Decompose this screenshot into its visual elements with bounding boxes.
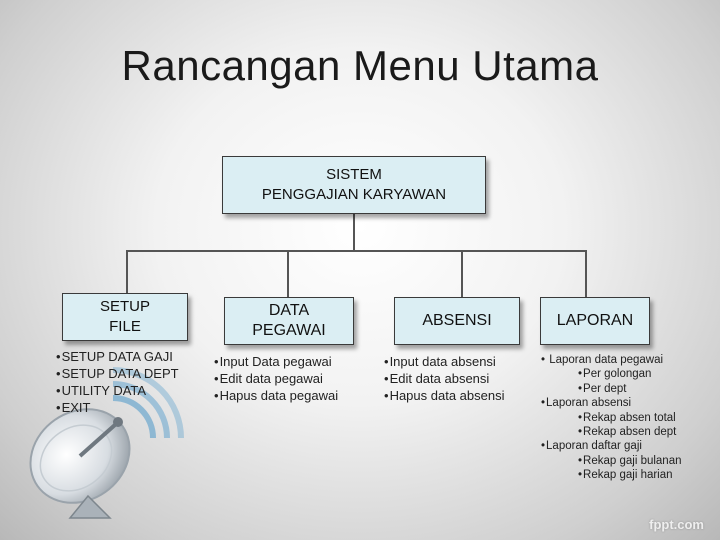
connector-setup-file [126, 250, 128, 293]
list-item: Per dept [541, 382, 682, 396]
list-item: SETUP DATA GAJI [56, 348, 179, 365]
data-pegawai-box: DATA PEGAWAI [224, 297, 354, 345]
list-item: Per golongan [541, 367, 682, 381]
list-item: Rekap absen dept [541, 425, 682, 439]
watermark-logo: fppt.com [649, 517, 704, 532]
absensi-box: ABSENSI [394, 297, 520, 345]
list-item: Edit data pegawai [214, 370, 338, 387]
list-item: Laporan data pegawai [541, 353, 682, 367]
setup-file-line1: SETUP [99, 298, 150, 315]
absensi-list: Input data absensi Edit data absensi Hap… [384, 353, 505, 404]
data-pegawai-line1: DATA [268, 302, 310, 319]
connector-root-down [353, 212, 355, 250]
root-node-box: SISTEM PENGGAJIAN KARYAWAN [222, 156, 486, 214]
setup-file-box: SETUP FILE [62, 293, 188, 341]
list-item: Laporan absensi [541, 396, 682, 410]
list-item: UTILITY DATA [56, 382, 179, 399]
list-item: Hapus data pegawai [214, 387, 339, 404]
absensi-label: ABSENSI [422, 312, 492, 329]
connector-absensi [461, 250, 463, 297]
laporan-box: LAPORAN [540, 297, 650, 345]
root-node-line1: SISTEM [326, 166, 382, 183]
setup-file-line2: FILE [109, 318, 141, 335]
list-item: Input data absensi [384, 353, 504, 370]
data-pegawai-line2: PEGAWAI [252, 322, 326, 339]
list-item: Laporan daftar gaji [541, 439, 682, 453]
list-item: SETUP DATA DEPT [56, 365, 179, 382]
setup-file-list: SETUP DATA GAJI SETUP DATA DEPT UTILITY … [56, 348, 179, 416]
laporan-label: LAPORAN [556, 312, 634, 329]
connector-laporan [585, 250, 587, 297]
data-pegawai-list: Input Data pegawai Edit data pegawai Hap… [214, 353, 339, 404]
list-item: Rekap gaji bulanan [541, 454, 681, 468]
laporan-list: Laporan data pegawai Per golongan Per de… [541, 353, 682, 483]
connector-data-pegawai [287, 250, 289, 297]
list-item: Rekap gaji harian [541, 468, 682, 482]
list-item: Hapus data absensi [384, 387, 505, 404]
list-item: EXIT [56, 399, 179, 416]
page-title: Rancangan Menu Utama [121, 42, 599, 89]
root-node-line2: PENGGAJIAN KARYAWAN [261, 186, 447, 203]
list-item: Rekap absen total [541, 411, 682, 425]
list-item: Input Data pegawai [214, 353, 338, 370]
connector-horizontal [126, 250, 587, 252]
list-item: Edit data absensi [384, 370, 504, 387]
